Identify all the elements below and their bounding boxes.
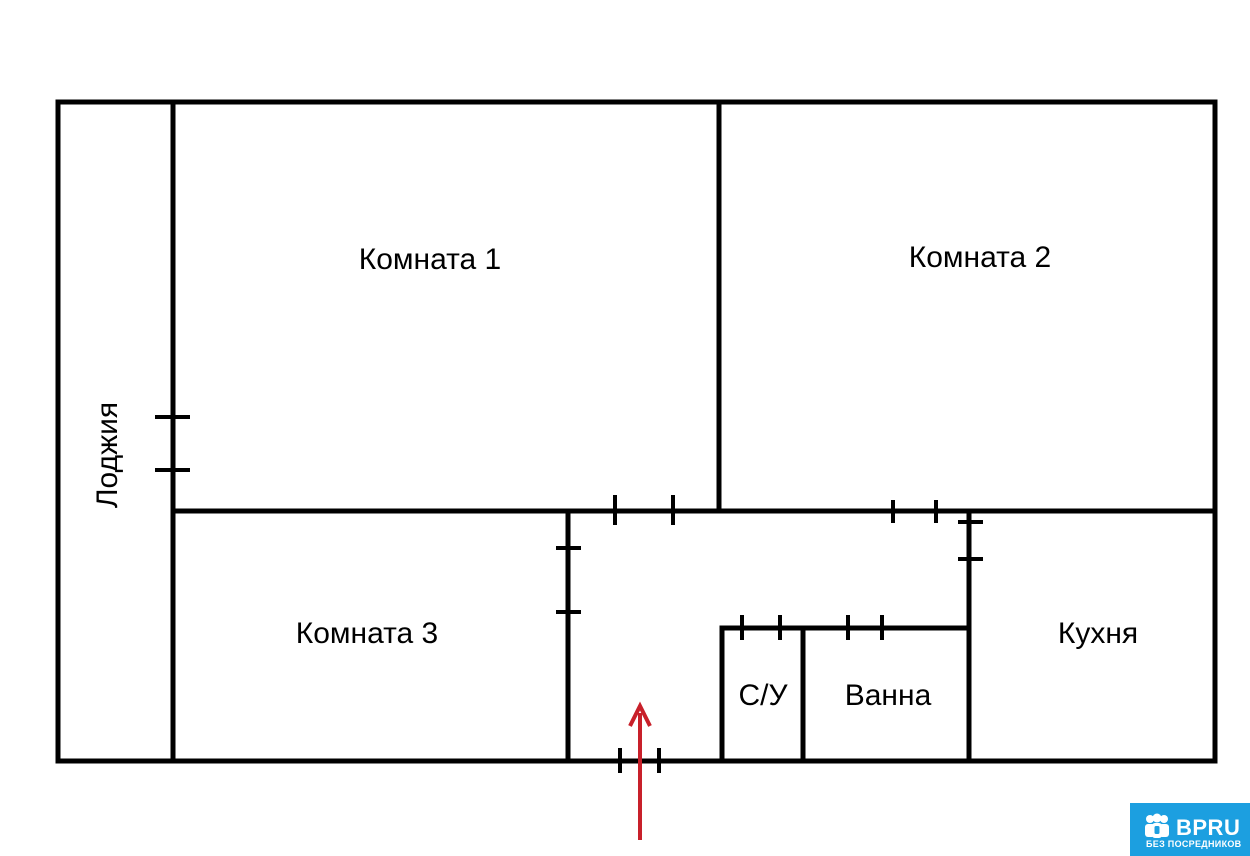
loggia-label: Лоджия [91, 402, 124, 508]
door-room2 [891, 500, 938, 523]
bpru-logo: BPRU БЕЗ ПОСРЕДНИКОВ [1130, 803, 1250, 856]
logo-brand: BPRU [1176, 815, 1241, 840]
room3-label: Комната 3 [296, 617, 439, 650]
door-wc [740, 615, 782, 640]
room2-label: Комната 2 [909, 241, 1052, 274]
room1-label: Комната 1 [359, 243, 502, 276]
kitchen-label: Кухня [1058, 617, 1138, 650]
outer-wall [55, 99, 1218, 764]
door-room3 [556, 546, 581, 614]
logo-tagline: БЕЗ ПОСРЕДНИКОВ [1146, 839, 1242, 849]
bath-label: Ванна [845, 679, 932, 712]
door-bath [846, 615, 884, 640]
entrance-arrow [628, 701, 652, 840]
people-icon [1145, 813, 1169, 838]
door-entrance [618, 748, 661, 773]
door-kitchen [958, 520, 983, 561]
wc-label: С/У [738, 679, 788, 712]
door-loggia [155, 415, 190, 472]
door-room1 [613, 495, 675, 525]
